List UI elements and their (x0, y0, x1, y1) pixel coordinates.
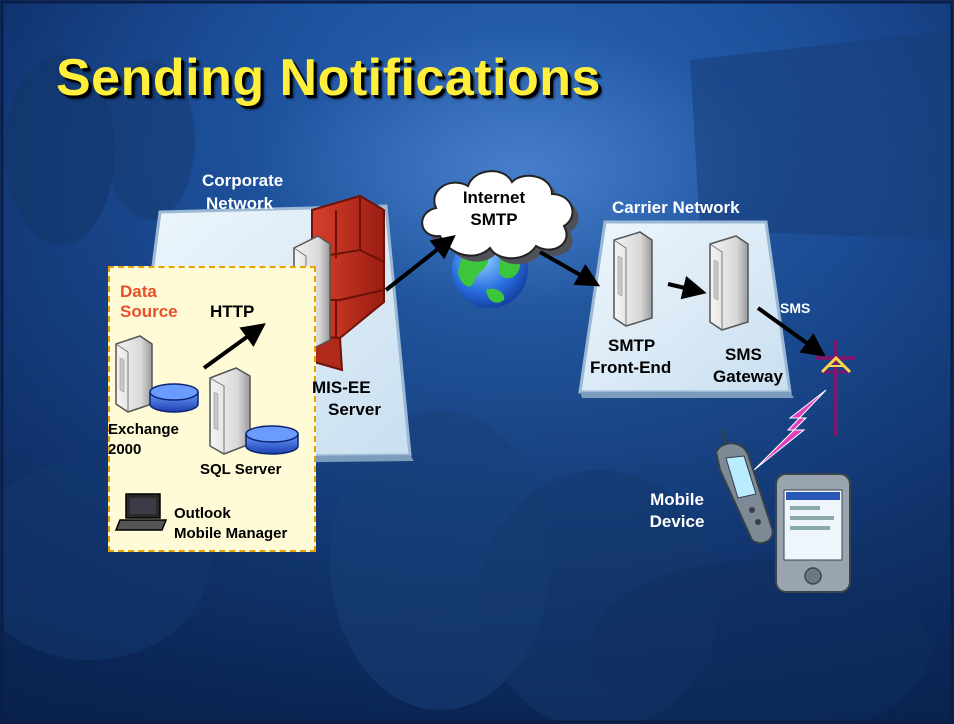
carrier-network-label: Carrier Network (612, 198, 740, 217)
exchange-label-line2: 2000 (108, 441, 142, 458)
http-arrow (202, 323, 266, 370)
smtp-front-end-server-icon (613, 231, 653, 327)
mis-ee-server-label-line1: MIS-EE (312, 378, 371, 397)
exchange-server-icon (115, 335, 153, 413)
internet-cloud-icon (421, 170, 579, 265)
smtp-front-end-label-line2: Front-End (590, 358, 672, 377)
smtp-front-end-label-line1: SMTP (608, 336, 656, 355)
mobile-device-label-line1: Mobile (650, 490, 704, 509)
corporate-network-label-line2: Network (206, 194, 274, 213)
sql-server-label: SQL Server (200, 461, 282, 478)
antenna-icon (816, 340, 856, 436)
exchange-database-icon (149, 383, 199, 413)
exchange-label-line1: Exchange (108, 421, 179, 438)
person-silhouette (590, 560, 930, 724)
http-label: HTTP (210, 302, 255, 321)
outlook-label-line1: Outlook (174, 505, 231, 522)
outlook-label-line2: Mobile Manager (174, 525, 288, 542)
slide-title: Sending Notifications (56, 49, 601, 107)
internet-label-line2: SMTP (470, 210, 518, 229)
mobile-device-label-line2: Device (649, 512, 705, 531)
internet-label-line1: Internet (462, 188, 526, 207)
arrow-gateway-to-antenna (756, 306, 826, 357)
data-source-label-line2: Source (120, 302, 178, 321)
sms-label: SMS (780, 300, 811, 316)
sms-gateway-label-line1: SMS (725, 345, 762, 364)
arrow-internet-to-smtp (539, 250, 601, 287)
corporate-network-label-line1: Corporate (202, 171, 284, 190)
sms-gateway-label-line2: Gateway (713, 367, 783, 386)
arrow-server-to-internet (384, 235, 456, 292)
person-silhouette (5, 55, 115, 245)
sms-gateway-server-icon (709, 235, 749, 331)
sql-database-icon (245, 425, 299, 455)
data-source-label-line1: Data (120, 282, 157, 301)
mobile-phone-icon (714, 429, 774, 545)
person-silhouette (105, 60, 195, 220)
sql-server-icon (209, 367, 251, 455)
arrow-smtp-to-gateway (667, 275, 707, 300)
pda-icon (775, 473, 851, 593)
laptop-icon (114, 493, 168, 531)
train-silhouette (690, 30, 954, 240)
mis-ee-server-label-line2: Server (328, 400, 381, 419)
